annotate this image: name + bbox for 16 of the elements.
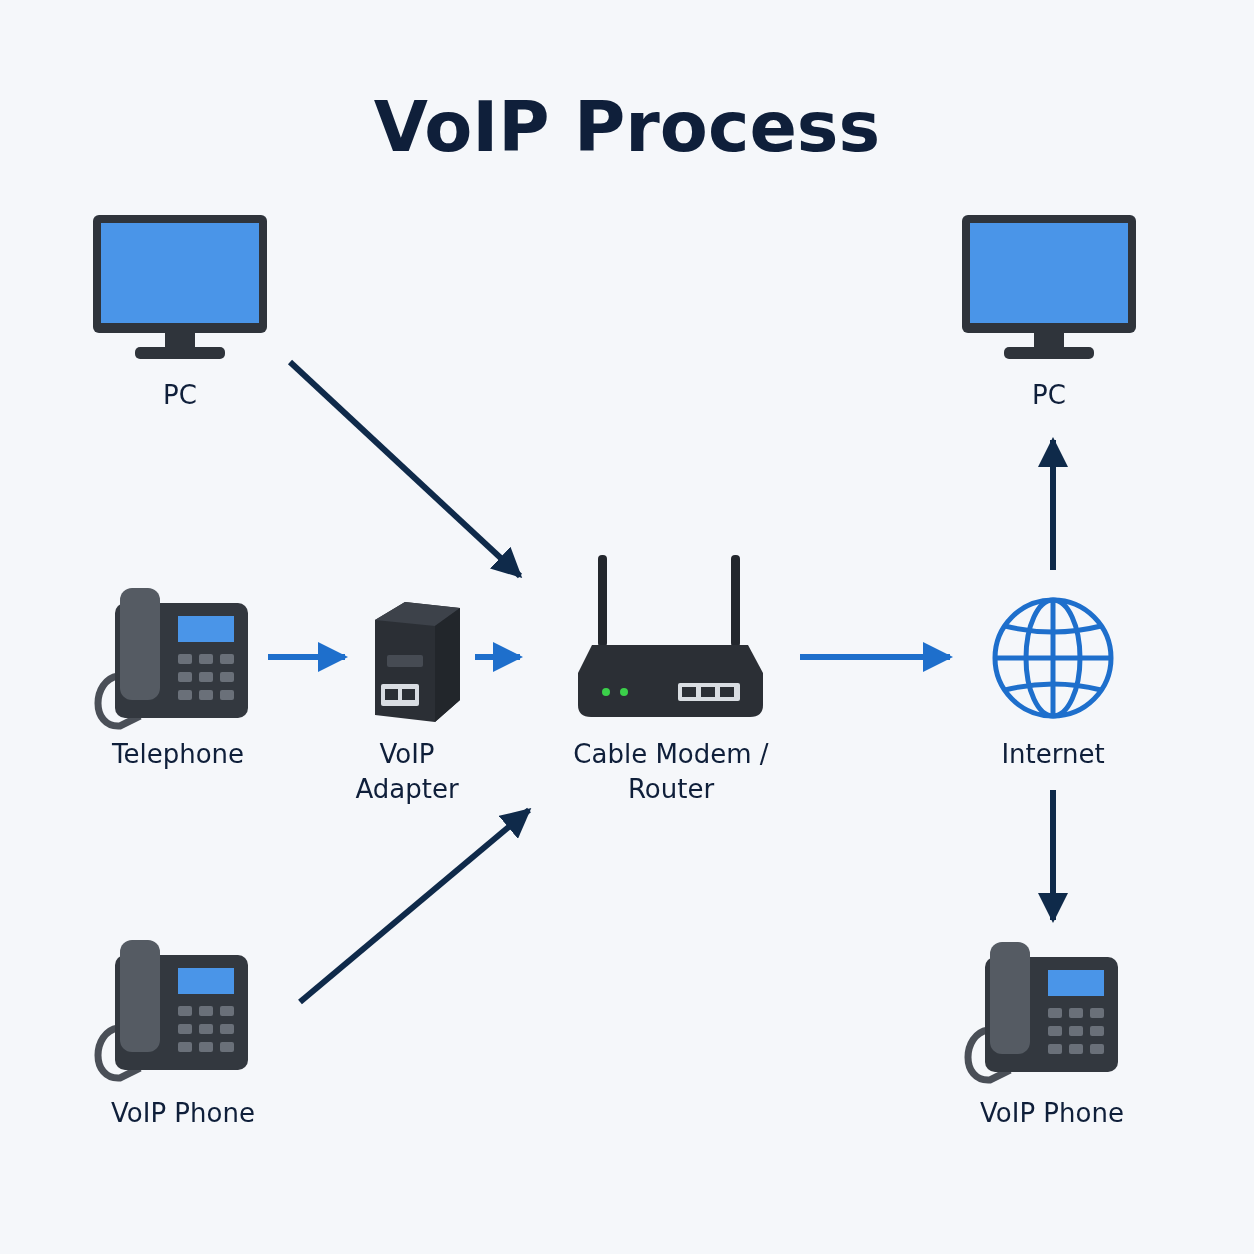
arrow [800, 642, 953, 672]
arrow [1038, 790, 1068, 923]
device-label: Internet [1000, 738, 1106, 771]
device-label: Cable Modem / Router [572, 738, 770, 806]
device-label: VoIP Phone [110, 1097, 256, 1130]
arrow [475, 642, 523, 672]
arrow [287, 359, 523, 579]
device-label: Telephone [110, 738, 245, 771]
device-label: PC [1031, 379, 1067, 412]
arrow [1038, 437, 1068, 570]
device-label: VoIP Phone [979, 1097, 1125, 1130]
arrow [268, 642, 348, 672]
device-label: VoIP Adapter [354, 738, 460, 806]
device-label: PC [162, 379, 198, 412]
arrow [298, 807, 532, 1005]
diagram-title: VoIP Process [372, 85, 882, 170]
